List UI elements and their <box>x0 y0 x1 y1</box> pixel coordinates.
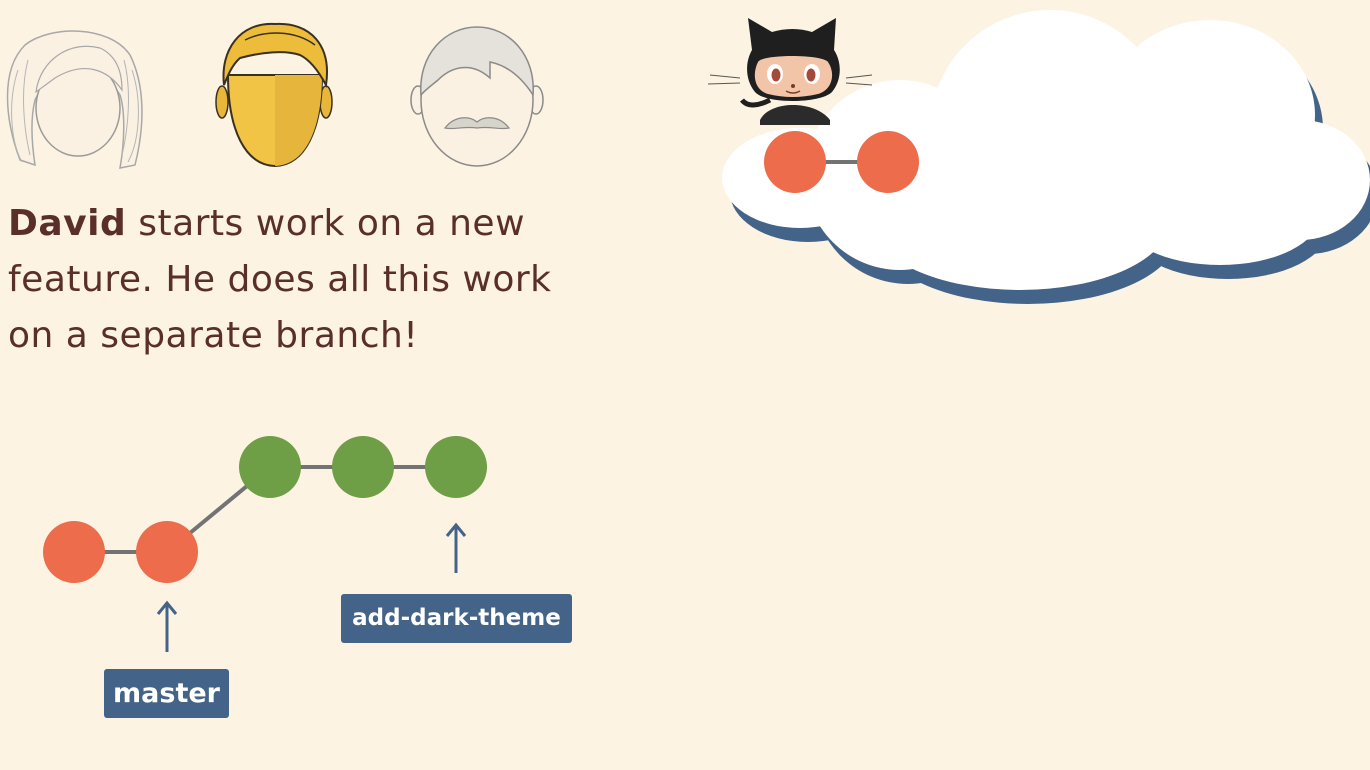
remote-commit-graph <box>764 131 919 193</box>
remote-commit-2 <box>857 131 919 193</box>
feature-commit-1 <box>239 436 301 498</box>
woman-face-outline-icon <box>6 30 143 169</box>
feature-branch-label: add-dark-theme <box>341 594 572 643</box>
octocat-icon <box>707 18 873 125</box>
caption-line-1-rest: starts work on a new <box>126 203 526 244</box>
caption-name: David <box>8 203 127 244</box>
feature-commit-2 <box>332 436 394 498</box>
man-face-yellow-icon <box>215 22 333 168</box>
local-commit-graph <box>43 436 487 583</box>
master-arrow <box>156 600 178 652</box>
caption-line-2: feature. He does all this work <box>8 259 552 300</box>
caption-line-1: David starts work on a new <box>8 196 608 252</box>
feature-commit-3 <box>425 436 487 498</box>
branch-arrow <box>445 522 467 573</box>
master-commit-2 <box>136 521 198 583</box>
caption-line-3: on a separate branch! <box>8 315 419 356</box>
master-commit-1 <box>43 521 105 583</box>
master-branch-label: master <box>104 669 229 718</box>
cloud-icon <box>722 10 1370 304</box>
old-man-mustache-icon <box>410 26 544 167</box>
remote-commit-1 <box>764 131 826 193</box>
caption-text: David starts work on a new feature. He d… <box>8 196 608 364</box>
